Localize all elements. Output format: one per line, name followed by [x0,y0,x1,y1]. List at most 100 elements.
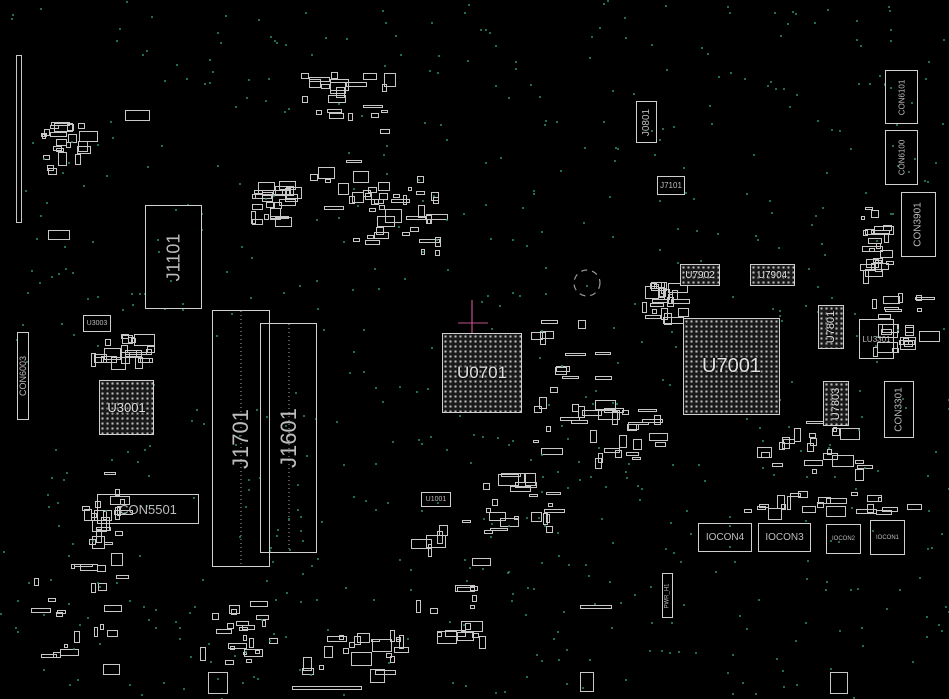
via-dot [482,436,485,439]
via-dot [850,148,853,151]
component-con6100[interactable]: CON6100 [885,130,918,185]
via-dot [203,82,206,85]
via-dot [467,3,470,6]
via-dot [79,623,82,626]
component-u7001[interactable]: U7001 [683,318,780,415]
component-u7902[interactable]: U7902 [680,264,720,286]
via-dot [424,121,427,124]
component-j1601[interactable]: J1601 [260,323,317,553]
component-pwr_h1[interactable]: PWR_H1 [662,573,673,618]
component-j0801[interactable]: J0801 [636,101,657,143]
component-con3301[interactable]: CON3301 [884,381,914,438]
smd-pad [582,410,602,417]
via-dot [216,678,219,681]
via-dot [381,9,384,12]
component-u7803[interactable]: U7803 [823,381,849,426]
outline-part [48,230,70,240]
via-dot [625,37,628,39]
component-u0701[interactable]: U0701 [442,333,522,413]
smd-pad [471,557,492,566]
component-con6003[interactable]: CON6003 [17,332,29,420]
via-dot [224,15,227,18]
smd-pad [215,628,232,634]
smd-pad [873,346,878,358]
via-dot [746,192,749,195]
component-u1001[interactable]: U1001 [421,492,451,507]
via-dot [693,198,696,201]
via-dot [611,627,614,630]
via-dot [896,328,899,331]
via-dot [118,28,121,31]
smd-pad [269,215,290,219]
smd-pad [364,239,381,246]
smd-pad [546,425,552,432]
via-dot [42,669,45,672]
smd-pad [793,428,801,442]
smd-pad [383,73,397,87]
component-iocon1[interactable]: IOCON1 [870,520,905,555]
component-label: IOCON2 [831,536,855,542]
component-j1101[interactable]: J1101 [145,205,202,309]
via-dot [519,294,522,297]
smd-pad [615,450,622,459]
component-iocon2[interactable]: IOCON2 [826,524,861,554]
via-dot [363,371,366,374]
component-con3901[interactable]: CON3901 [901,192,936,257]
smd-pad [390,199,411,204]
component-u3003[interactable]: U3003 [83,315,111,332]
component-con6101[interactable]: CON6101 [885,70,918,124]
smd-pad [671,290,678,300]
via-dot [71,140,74,143]
via-dot [394,34,397,37]
via-dot [914,158,917,161]
outline-part [292,686,362,690]
via-dot [755,692,758,695]
component-lu3301[interactable]: LU3301 [859,319,894,359]
smd-pad [229,645,236,651]
smd-pad [285,187,303,199]
component-u3001[interactable]: U3001 [99,380,154,435]
smd-pad [744,508,752,513]
component-u7904[interactable]: U7904 [750,264,795,286]
component-j7101[interactable]: J7101 [657,176,685,195]
component-label: J7101 [660,181,682,190]
smd-pad [227,642,248,650]
via-dot [284,110,287,113]
via-dot [436,72,439,75]
via-dot [209,59,212,62]
via-dot [811,223,814,226]
smd-pad [104,605,123,612]
via-dot [472,434,475,437]
component-iocon3[interactable]: IOCON3 [758,523,811,552]
via-dot [662,379,665,382]
via-dot [304,12,307,14]
smd-pad [67,123,75,131]
smd-pad [285,188,292,195]
via-dot [221,697,224,699]
via-dot [772,307,775,310]
via-dot [829,539,832,542]
smd-pad [352,191,364,203]
component-iocon4[interactable]: IOCON4 [698,523,752,552]
via-dot [637,485,640,487]
via-dot [310,565,313,568]
via-dot [540,562,543,565]
via-dot [624,471,627,473]
smd-pad [577,405,586,418]
via-dot [838,540,841,543]
component-con5501[interactable]: CON5501 [97,494,199,524]
smd-pad [258,182,275,192]
component-u7801[interactable]: U7801 [818,305,844,349]
via-dot [207,643,210,646]
smd-pad [604,447,620,453]
via-dot [111,458,114,461]
via-dot [372,599,375,602]
via-dot [918,577,921,580]
smd-pad [809,437,817,446]
via-dot [727,672,730,675]
via-dot [728,515,731,518]
smd-pad [782,439,795,445]
smd-pad [121,344,128,353]
smd-pad [524,472,537,486]
smd-pad [114,530,124,537]
